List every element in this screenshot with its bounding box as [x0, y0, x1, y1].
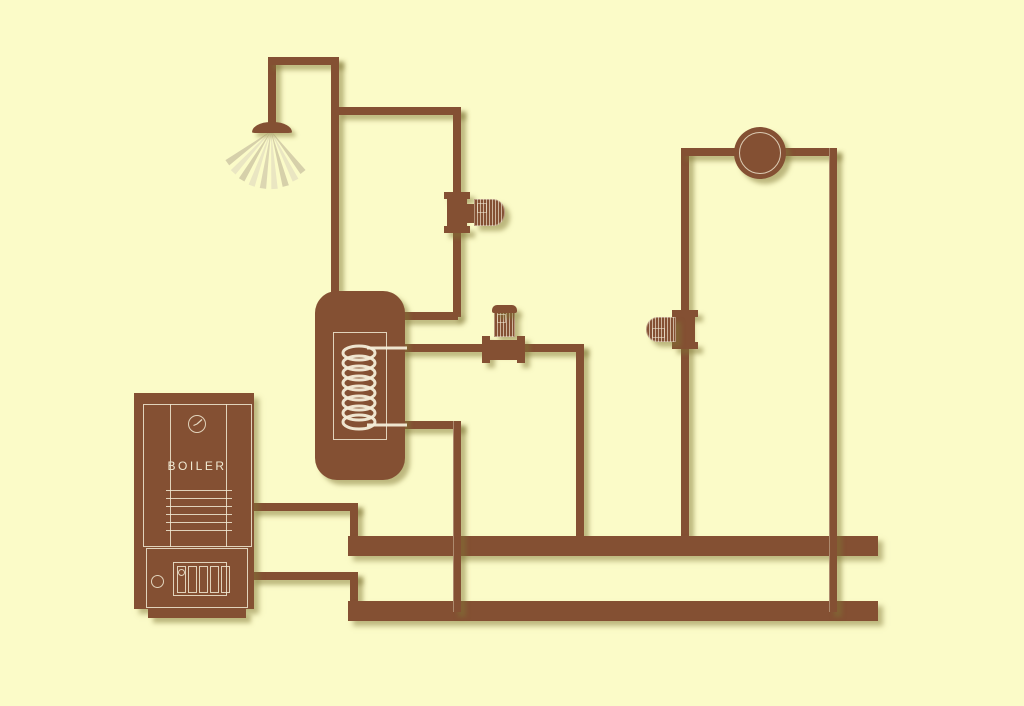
- pipe-coil-return-horizontal: [398, 421, 461, 429]
- pipe-tank-top-riser: [331, 57, 339, 292]
- circulator-pump-icon: [734, 127, 786, 179]
- pump2-motor-icon: [494, 311, 515, 337]
- heat-exchanger-coil-icon: [341, 344, 407, 431]
- pump1-motor-icon: [474, 199, 505, 226]
- pipe-boiler-return-horizontal: [250, 572, 358, 580]
- pipe-right-circuit-right-vertical: [829, 148, 837, 612]
- boiler-vent-line: [166, 498, 232, 499]
- pump1-body: [447, 199, 467, 226]
- pump3-flange-bottom: [672, 342, 698, 349]
- pipe-shower-riser: [268, 57, 276, 125]
- pump2-flange-left: [482, 336, 490, 363]
- pump2-body: [490, 340, 517, 360]
- pump1-flange-top: [444, 192, 470, 199]
- pipe-coil-return-drop: [453, 421, 461, 612]
- boiler-control-panel: [173, 562, 227, 596]
- pipe-boiler-flow-drop: [350, 503, 358, 537]
- control-slot: [188, 566, 197, 593]
- control-slot: [177, 566, 186, 593]
- boiler-panel-divider-left: [170, 404, 171, 547]
- pump3-body: [675, 317, 695, 342]
- shower-spray-icon: [225, 131, 306, 190]
- control-knob-icon: [178, 569, 185, 576]
- circulator-ring: [739, 132, 781, 174]
- gauge-icon: [188, 415, 206, 433]
- control-slot: [221, 566, 230, 593]
- pipe-tank-inlet: [400, 312, 458, 320]
- pipe-top-horizontal: [268, 57, 339, 65]
- pump3-motor-icon: [646, 317, 676, 342]
- boiler-vent-line: [166, 506, 232, 507]
- pump3-flange-top: [672, 310, 698, 317]
- boiler-front-panel: [143, 404, 252, 547]
- pump2-motor-cap: [492, 305, 517, 313]
- pump3-terminal-box: [652, 328, 665, 338]
- boiler-panel-divider-right: [226, 404, 227, 547]
- pump1-neck: [467, 204, 475, 223]
- pipe-branch-horizontal: [336, 107, 461, 115]
- flow-manifold: [348, 536, 878, 556]
- boiler-burner-compartment: [146, 548, 248, 608]
- boiler-base: [148, 609, 246, 618]
- control-slot: [199, 566, 208, 593]
- boiler-vent-line: [166, 530, 232, 531]
- pump2-terminal-box: [497, 314, 506, 323]
- return-manifold: [348, 601, 878, 621]
- pump1-terminal-box: [477, 203, 487, 213]
- pipe-coil-flow-drop: [576, 344, 584, 536]
- coil-frame: [333, 332, 387, 440]
- gauge-needle-icon: [193, 419, 203, 427]
- sight-glass-icon: [151, 575, 164, 588]
- pump1-flange-bottom: [444, 226, 470, 233]
- boiler-vent-line: [166, 514, 232, 515]
- pump2-flange-right: [517, 336, 525, 363]
- shower-head-icon: [252, 122, 292, 133]
- pipe-boiler-return-drop: [350, 572, 358, 603]
- boiler-vent-line: [166, 522, 232, 523]
- boiler-label: BOILER: [167, 459, 227, 473]
- control-slot: [210, 566, 219, 593]
- pipe-boiler-flow-horizontal: [250, 503, 358, 511]
- boiler-vent-line: [166, 490, 232, 491]
